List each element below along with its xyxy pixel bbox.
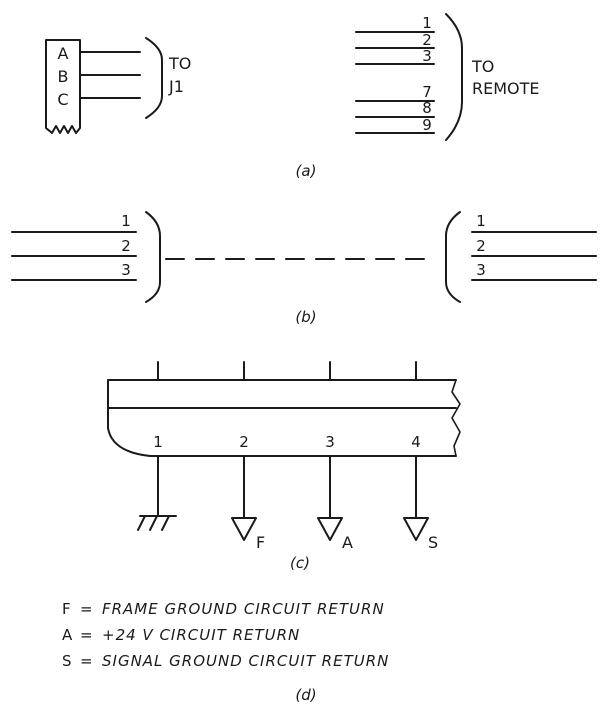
legend-eq-f: =: [80, 600, 94, 618]
caption-d: (d): [295, 686, 316, 704]
remote-wire-label-8: 8: [422, 99, 432, 117]
plug-body: [45, 39, 81, 134]
brace-remote: [445, 13, 463, 141]
ground-label-s: S: [428, 533, 438, 552]
to-j1-line1: TO: [168, 54, 191, 73]
terminal-label-2: 2: [239, 433, 249, 451]
remote-wire-label-2: 2: [422, 31, 432, 49]
right-wire-label-2: 2: [476, 237, 486, 255]
remote-wire-label-3: 3: [422, 47, 432, 65]
pin-label-c: C: [57, 90, 68, 109]
terminal-label-3: 3: [325, 433, 335, 451]
remote-wire-label-7: 7: [422, 83, 432, 101]
left-wire-label-2: 2: [121, 237, 131, 255]
legend-text-a: +24 V CIRCUIT RETURN: [102, 626, 300, 644]
caption-b: (b): [295, 308, 316, 326]
panel-d: F = FRAME GROUND CIRCUIT RETURN A = +24 …: [62, 600, 389, 704]
ground-label-f: F: [256, 533, 265, 552]
terminal-label-4: 4: [411, 433, 421, 451]
brace-right: [445, 211, 461, 303]
terminal-label-1: 1: [153, 433, 163, 451]
signal-ground-icon: [403, 517, 429, 541]
caption-c: (c): [290, 554, 310, 572]
remote-wire-label-9: 9: [422, 116, 432, 134]
to-remote-line1: TO: [471, 57, 494, 76]
legend-eq-a: =: [80, 626, 94, 644]
to-remote-line2: REMOTE: [472, 79, 540, 98]
terminal-block: [107, 379, 457, 457]
brace-j1: [145, 37, 163, 119]
legend-key-s: S: [62, 652, 73, 670]
pin-label-b: B: [58, 67, 69, 86]
right-wire-label-1: 1: [476, 212, 486, 230]
panel-a: A B C TO J1 1 2 3 7 8 9 TO REMOTE (a): [45, 13, 540, 180]
legend-text-f: FRAME GROUND CIRCUIT RETURN: [102, 600, 385, 618]
ground-label-a: A: [342, 533, 353, 552]
caption-a: (a): [296, 162, 317, 180]
legend-key-f: F: [62, 600, 72, 618]
left-wire-label-3: 3: [121, 261, 131, 279]
remote-wire-label-1: 1: [422, 14, 432, 32]
right-wire-label-3: 3: [476, 261, 486, 279]
legend-eq-s: =: [80, 652, 94, 670]
left-wire-label-1: 1: [121, 212, 131, 230]
chassis-ground-icon: [137, 515, 177, 531]
frame-ground-icon: [231, 517, 257, 541]
pin-label-a: A: [58, 44, 69, 63]
to-j1-line2: J1: [168, 77, 184, 96]
legend-text-s: SIGNAL GROUND CIRCUIT RETURN: [102, 652, 389, 670]
legend-key-a: A: [62, 626, 73, 644]
plus24v-return-icon: [317, 517, 343, 541]
terminal-block-break: [451, 379, 461, 457]
panel-b: 1 2 3 1 2 3 (b): [11, 211, 597, 326]
panel-c: 1 2 3 4 F A S (c): [107, 361, 461, 572]
brace-left: [145, 211, 161, 303]
